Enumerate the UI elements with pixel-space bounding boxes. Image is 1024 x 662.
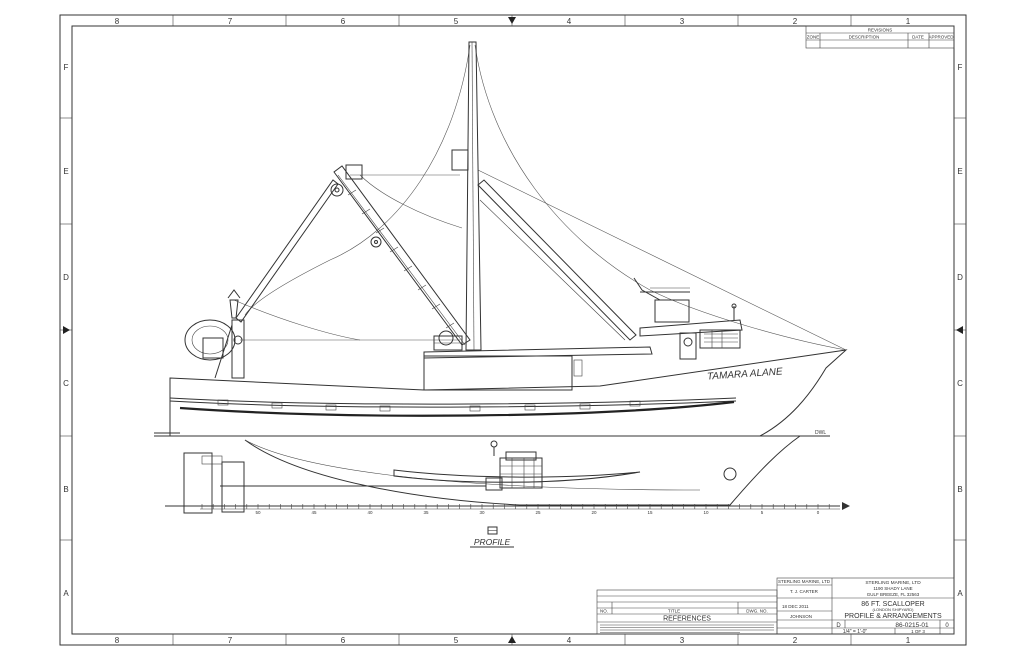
title-block-rev: 0 (945, 623, 949, 629)
col-label: 5 (454, 17, 459, 26)
row-label: F (64, 63, 69, 72)
station-label: 20 (591, 510, 597, 515)
underwater-hull (183, 435, 801, 514)
row-label: E (957, 167, 962, 176)
station-label: 25 (535, 510, 541, 515)
station-label: 15 (647, 510, 653, 515)
row-label: C (957, 379, 963, 388)
col-label: 6 (341, 636, 346, 645)
station-label: 50 (255, 510, 261, 515)
station-label: 30 (479, 510, 485, 515)
revisions-col-zone: ZONE (807, 35, 820, 40)
title-block: STERLING MARINE, LTD T. J. CARTER 18 DEC… (776, 577, 955, 635)
col-label: 5 (454, 636, 459, 645)
references-col-title: TITLE (668, 609, 680, 614)
station-label: 0 (817, 510, 820, 515)
station-label: 45 (311, 510, 317, 515)
references-col-dwg: DWG. NO. (746, 609, 768, 614)
col-label: 8 (115, 17, 120, 26)
row-label: C (63, 379, 69, 388)
station-label: 35 (423, 510, 429, 515)
col-label: 1 (906, 17, 911, 26)
title-block-project: 86 FT. SCALLOPER (861, 601, 924, 608)
row-label: A (63, 589, 69, 598)
col-label: 2 (793, 636, 798, 645)
references-title: REFERENCES (663, 616, 711, 623)
view-title: PROFILE (474, 537, 511, 547)
main-mast (451, 41, 637, 351)
row-label: A (957, 589, 963, 598)
col-label: 3 (680, 636, 685, 645)
row-label: D (957, 273, 963, 282)
title-block-checked: JOHNSON (790, 614, 812, 619)
baseline-stations: 50 45 40 35 30 25 20 15 10 5 0 (165, 502, 850, 515)
row-label: D (63, 273, 69, 282)
col-label: 3 (680, 17, 685, 26)
row-label: F (958, 63, 963, 72)
title-block-drawing-title: PROFILE & ARRANGEMENTS (844, 613, 942, 620)
title-block-drawn-by: T. J. CARTER (790, 589, 819, 594)
col-label: 1 (906, 636, 911, 645)
title-block-project-sub: (LONDON SHIPYARD) (872, 607, 914, 612)
title-block-scale: 1/4" = 1'-0" (843, 629, 868, 635)
aft-boom (235, 164, 471, 351)
station-label: 5 (761, 510, 764, 515)
revisions-col-description: DESCRIPTION (849, 35, 880, 40)
revisions-col-approved: APPROVED (928, 35, 954, 40)
col-label: 2 (793, 17, 798, 26)
engine (220, 440, 543, 491)
title-block-company-small: STERLING MARINE, LTD (778, 579, 831, 584)
deckhouse (423, 277, 743, 391)
title-block-address1: 1190 SHADY LANE (873, 586, 912, 591)
station-label: 10 (703, 510, 709, 515)
vessel-profile: TAMARA ALANE DWL (154, 41, 850, 515)
title-block-dwg-no: 86-0215-01 (895, 622, 929, 629)
title-block-size: D (836, 623, 841, 629)
station-label: 40 (367, 510, 373, 515)
revisions-table: REVISIONS ZONE DESCRIPTION DATE APPROVED (805, 25, 955, 49)
col-label: 4 (567, 17, 572, 26)
revisions-col-date: DATE (912, 35, 924, 40)
row-label: B (63, 485, 68, 494)
references-table: NO. TITLE DWG. NO. REFERENCES (596, 589, 778, 635)
title-block-address2: GULF BREEZE, FL 32563 (867, 592, 920, 597)
title-block-company: STERLING MARINE, LTD (865, 580, 921, 586)
title-block-date: 18 DEC 2011 (782, 604, 809, 609)
hull: TAMARA ALANE (169, 349, 848, 437)
stern-gear (184, 289, 245, 379)
row-label: B (957, 485, 962, 494)
col-label: 4 (567, 636, 572, 645)
col-label: 8 (115, 636, 120, 645)
rigging-lines (233, 44, 847, 351)
view-label: PROFILE (470, 526, 514, 548)
title-block-sheet: 1 OF 3 (911, 629, 925, 634)
col-label: 7 (228, 636, 233, 645)
row-label: E (63, 167, 68, 176)
references-col-no: NO. (600, 609, 608, 614)
vessel-name: TAMARA ALANE (707, 366, 784, 382)
waterline: DWL (154, 430, 830, 437)
revisions-title: REVISIONS (868, 28, 893, 33)
sheet-border (59, 14, 967, 646)
dwl-label: DWL (815, 430, 826, 436)
col-label: 6 (341, 17, 346, 26)
col-label: 7 (228, 17, 233, 26)
